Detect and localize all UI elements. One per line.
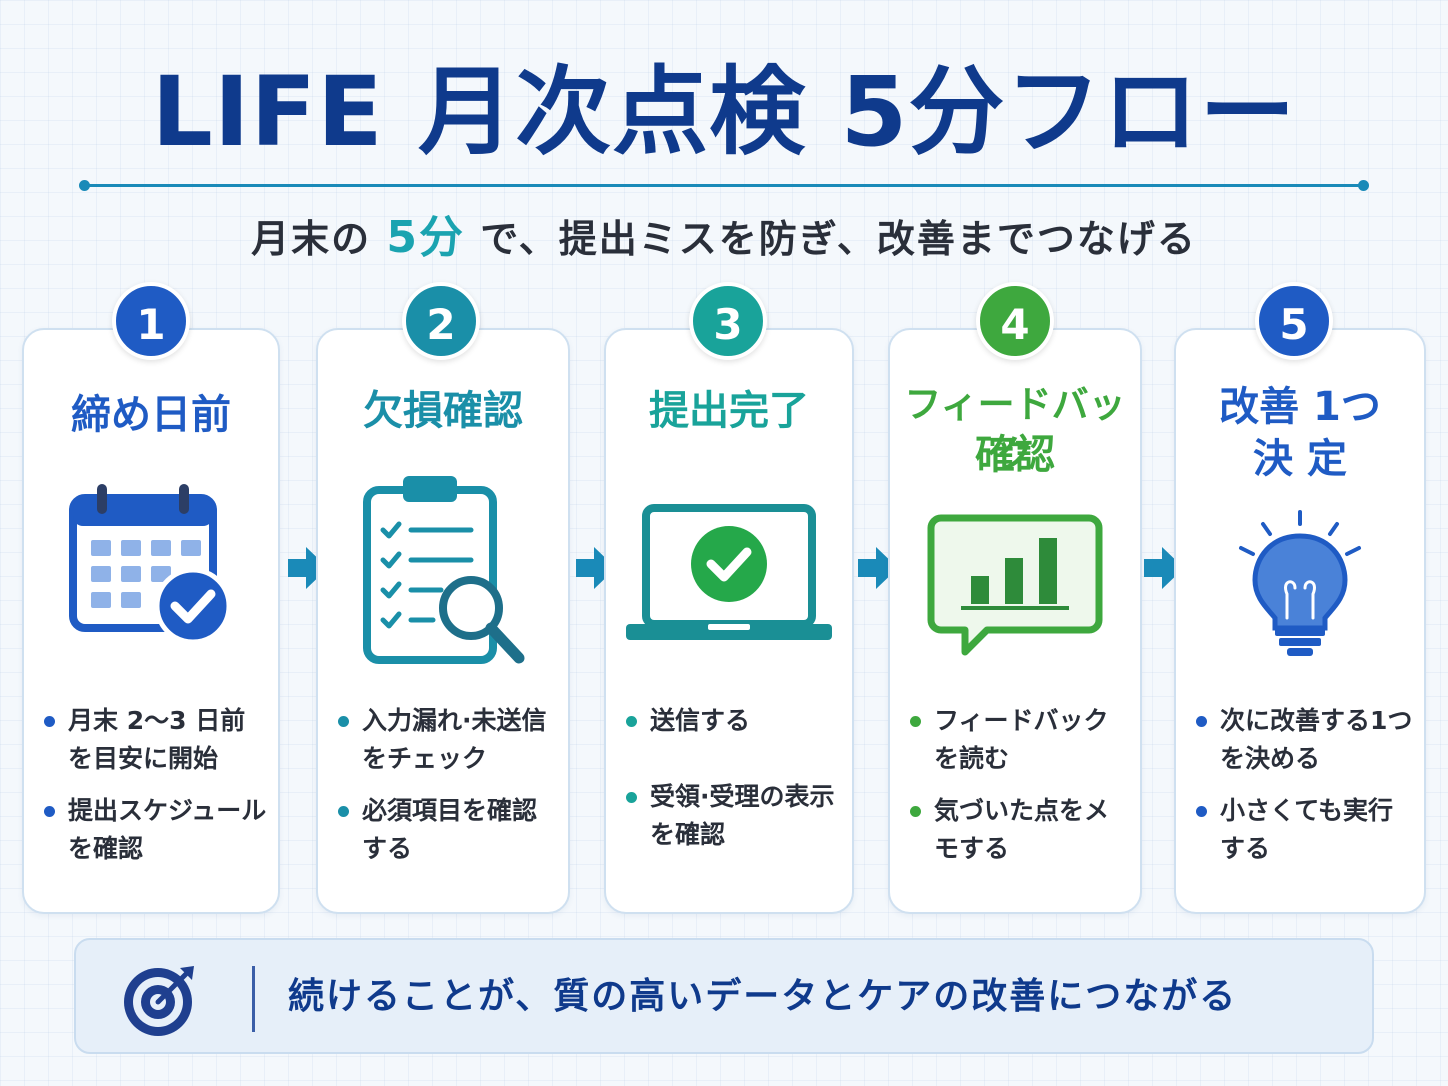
subtitle-post: で、提出ミスを防ぎ、改善までつなげる: [480, 217, 1197, 261]
footer-banner: 続けることが、質の高いデータとケアの改善につながる: [74, 938, 1374, 1054]
step-5-bullet-2: 小さくても実行する: [1194, 792, 1414, 868]
step-2-bullet-1: 入力漏れ·未送信をチェック: [336, 702, 558, 778]
step-4-bullet-1: フィードバックを読む: [908, 702, 1130, 778]
subtitle-highlight: 5分: [386, 212, 466, 263]
footer-text: 続けることが、質の高いデータとケアの改善につながる: [288, 976, 1238, 1017]
step-card-3: 提出完了 送信する 受領·受理の表示を確認: [604, 328, 854, 914]
footer-divider: [252, 966, 255, 1032]
calendar-check-icon: [24, 478, 278, 648]
lightbulb-icon: [1176, 510, 1424, 660]
arrow-right-icon: [576, 547, 616, 589]
step-title-5-line-2: 決 定: [1253, 436, 1347, 482]
step-5-bullet-1: 次に改善する1つを決める: [1194, 702, 1414, 778]
subtitle: 月末の 5分 で、提出ミスを防ぎ、改善までつなげる: [0, 210, 1448, 267]
step-card-2: 欠損確認 入力漏れ·未送信をチェック 必須項目を確認する: [316, 328, 570, 914]
target-icon: [124, 966, 194, 1036]
step-card-4: フィードバック 確認 フィードバックを読む 気づいた点をメモする: [888, 328, 1142, 914]
step-1-bullet-2: 提出スケジュールを確認: [42, 792, 268, 868]
step-title-4-line-2: 確認: [975, 432, 1055, 478]
step-card-5: 改善 1つ 決 定 次に改善する1つを決める 小さくても実行する: [1174, 328, 1426, 914]
page-title: LIFE 月次点検 5分フロー: [151, 56, 1297, 168]
title-divider: [79, 180, 1369, 191]
step-3-bullet-2: 受領·受理の表示を確認: [624, 778, 842, 854]
step-title-5-line-1: 改善 1つ: [1219, 384, 1381, 430]
step-title-4-line-1: フィードバック: [904, 383, 1126, 476]
feedback-chart-icon: [890, 512, 1140, 662]
step-badge-2: 2: [402, 282, 480, 360]
step-card-1: 締め日前 月末 2〜3 日前を目安に開始 提出スケジュールを確認: [22, 328, 280, 914]
step-title-2: 欠損確認: [363, 388, 523, 434]
step-badge-3: 3: [689, 282, 767, 360]
step-2-bullet-2: 必須項目を確認する: [336, 792, 558, 868]
step-1-bullet-1: 月末 2〜3 日前を目安に開始: [42, 702, 268, 778]
step-title-1: 締め日前: [71, 392, 231, 438]
step-badge-1: 1: [112, 282, 190, 360]
subtitle-pre: 月末の: [251, 217, 372, 261]
step-badge-5: 5: [1255, 282, 1333, 360]
clipboard-search-icon: [318, 468, 568, 678]
arrow-right-icon: [858, 547, 898, 589]
step-badge-4: 4: [976, 282, 1054, 360]
arrow-right-icon: [1144, 547, 1184, 589]
step-4-bullet-2: 気づいた点をメモする: [908, 792, 1130, 868]
step-title-3: 提出完了: [649, 388, 809, 434]
laptop-check-icon: [606, 500, 852, 650]
arrow-right-icon: [288, 547, 328, 589]
step-3-bullet-1: 送信する: [624, 702, 842, 740]
